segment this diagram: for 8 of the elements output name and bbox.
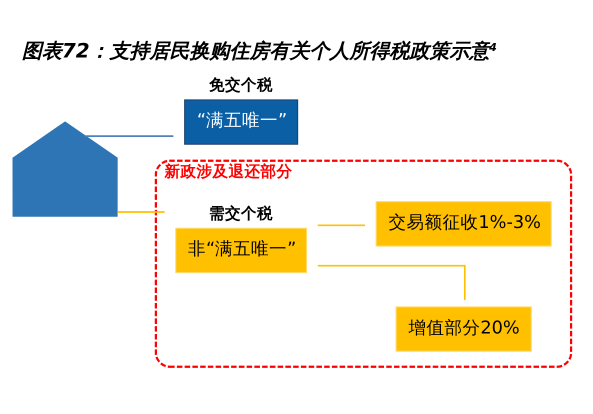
connector	[86, 135, 174, 137]
connector	[318, 264, 466, 300]
node-label: 需交个税	[209, 204, 274, 223]
node-house	[12, 121, 118, 217]
diagram-title: 图表72：支持居民换购住房有关个人所得税政策示意$^{4}$	[22, 40, 497, 63]
connector	[318, 224, 365, 226]
connector	[117, 211, 165, 213]
node-label: 免交个税	[209, 76, 274, 94]
